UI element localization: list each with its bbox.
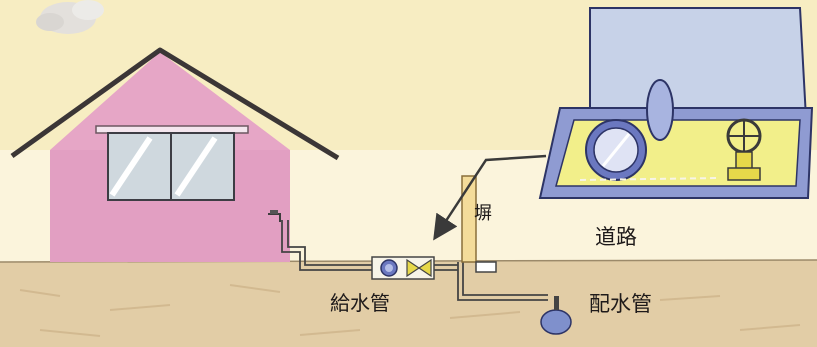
magnified-valve-icon: [726, 118, 762, 181]
ground-texture: [19, 284, 801, 337]
water-meter-icon: [380, 259, 398, 277]
house-roof: [10, 47, 340, 161]
house: [10, 47, 340, 262]
ground: [0, 260, 817, 347]
label-wall: 塀: [474, 203, 492, 224]
distribution-main-pipe-icon: [540, 296, 572, 335]
label-service-pipe: 給水管: [330, 291, 390, 315]
house-window-sill: [95, 125, 249, 134]
cloud: [36, 0, 104, 34]
wall-fence: [461, 175, 497, 273]
meter-box-lid: [589, 7, 808, 119]
magnified-meter-icon: [585, 79, 674, 181]
down-left-arrow-icon: [433, 154, 547, 241]
service-pipe: [281, 220, 548, 301]
label-road: 道路: [595, 225, 637, 249]
label-distribution-main: 配水管: [589, 292, 652, 316]
gate-valve-icon: [406, 258, 432, 278]
meter-box-closeup: [538, 7, 814, 199]
meter-assembly: [371, 256, 435, 280]
